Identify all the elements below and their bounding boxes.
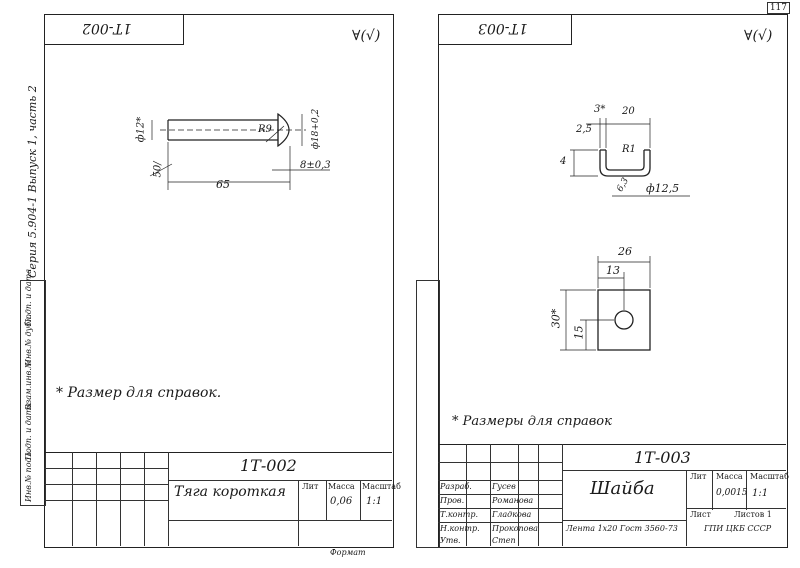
- material-note-right: Лента 1х20 Гост 3560-73: [566, 524, 678, 533]
- scale-header-left: Масштаб: [362, 482, 401, 491]
- name-4: Прокопова: [492, 524, 538, 533]
- dim-r1: R1: [622, 144, 636, 155]
- dim-30: 30*: [549, 308, 563, 329]
- dim-4: 4: [560, 156, 567, 167]
- lit-header-right: Лит: [690, 472, 707, 481]
- dim-tolerance: 8±0,3: [300, 160, 331, 171]
- name-2: Романова: [492, 496, 534, 505]
- name-3: Гладкова: [492, 510, 532, 519]
- dim-26: 26: [618, 245, 632, 258]
- side-strip-left: [20, 280, 46, 506]
- stamp-box-top-right: [438, 14, 572, 45]
- sheets-count-right: Листов 1: [734, 510, 772, 519]
- name-5: Степ: [492, 536, 516, 545]
- page-number: 117: [766, 2, 790, 14]
- dim-15: 15: [572, 325, 586, 340]
- role-3: Т.контр.: [440, 510, 478, 519]
- dim-13: 13: [606, 264, 620, 277]
- name-1: Гусев: [492, 482, 516, 491]
- drawing-sheet-left: [44, 14, 394, 548]
- dim-3: 3*: [594, 104, 606, 115]
- part-title-left: Тяга короткая: [174, 484, 286, 500]
- role-2: Пров.: [440, 496, 465, 505]
- mass-header-left: Масса: [328, 482, 355, 491]
- mass-value-right: 0,0015: [716, 488, 748, 498]
- dim-2-5: 2,5: [576, 124, 592, 135]
- dim-20: 20: [622, 106, 635, 117]
- drawing-code-left: 1Т-002: [240, 456, 297, 475]
- mass-value-left: 0,06: [330, 496, 353, 507]
- role-4: Н.контр.: [440, 524, 480, 533]
- mass-header-right: Масса: [716, 472, 743, 481]
- side-strip-right: [416, 280, 440, 548]
- dim-length-65: 65: [216, 178, 230, 191]
- title-block-right: [438, 444, 786, 547]
- scale-value-left: 1:1: [366, 496, 383, 507]
- scale-value-right: 1:1: [752, 488, 769, 499]
- drawing-sheet-right: [438, 14, 788, 548]
- lit-header-left: Лит: [302, 482, 319, 491]
- org-label-right: ГПИ ЦКБ СССР: [704, 524, 772, 533]
- stamp-box-top-left: [44, 14, 184, 45]
- dim-12-5: ф12,5: [646, 182, 680, 195]
- role-5: Утв.: [440, 536, 461, 545]
- title-block-left: [44, 452, 392, 547]
- drawing-code-right: 1Т-003: [634, 448, 691, 467]
- scale-header-right: Масштаб: [750, 472, 789, 481]
- role-1: Разраб.: [440, 482, 472, 491]
- part-title-right: Шайба: [590, 478, 655, 499]
- roughness-symbol-left: ∀(√): [352, 28, 381, 44]
- roughness-symbol-right: ∀(√): [744, 28, 773, 44]
- reference-note-left: * Размер для справок.: [56, 385, 222, 401]
- reference-note-right: * Размеры для справок: [452, 414, 612, 429]
- dim-radius-r9: R9: [258, 124, 272, 135]
- sheet-label-right: Лист: [690, 510, 711, 519]
- format-label-left: Формат: [330, 548, 366, 557]
